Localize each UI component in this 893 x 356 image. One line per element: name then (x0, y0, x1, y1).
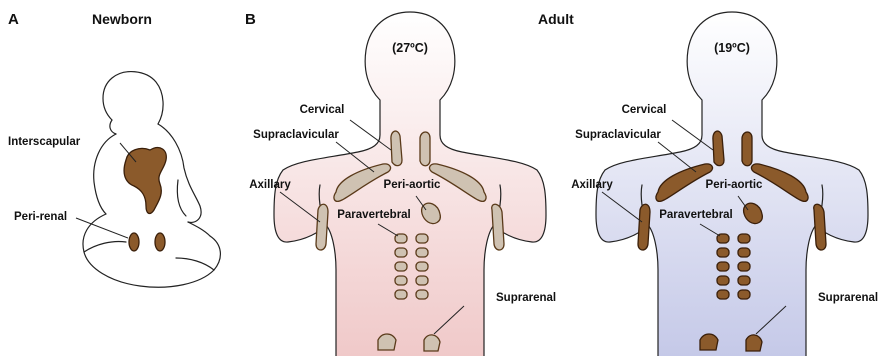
cold-temperature: (19ºC) (714, 41, 750, 55)
warm-suprarenal-left (378, 334, 396, 350)
warm-temperature: (27ºC) (392, 41, 428, 55)
interscapular-fat-depot (124, 148, 166, 214)
warm-label-axillary: Axillary (249, 179, 291, 191)
warm-cervical-right (420, 132, 430, 166)
warm-label-supraclavicular: Supraclavicular (253, 129, 339, 141)
warm-axillary-left (316, 204, 328, 250)
cold-label-cervical: Cervical (622, 104, 667, 116)
warm-label-suprarenal: Suprarenal (496, 292, 556, 304)
cold-label-suprarenal: Suprarenal (818, 292, 878, 304)
cold-axillary-left (638, 204, 650, 250)
cold-suprarenal-left (700, 334, 718, 350)
label-perirenal: Peri-renal (14, 211, 67, 223)
cold-axillary-right (814, 204, 826, 250)
cold-label-axillary: Axillary (571, 179, 613, 191)
cold-cervical-right (742, 132, 752, 166)
cold-label-supraclavicular: Supraclavicular (575, 129, 661, 141)
warm-label-paravertebral: Paravertebral (337, 209, 411, 221)
panel-a-letter: A (8, 11, 19, 28)
cold-suprarenal-right (746, 335, 762, 351)
panel-b-letter: B (245, 11, 256, 28)
cold-cervical-left (713, 131, 724, 166)
label-interscapular: Interscapular (8, 136, 81, 148)
warm-label-cervical: Cervical (300, 104, 345, 116)
warm-label-periaortic: Peri-aortic (384, 179, 441, 191)
cold-label-periaortic: Peri-aortic (706, 179, 763, 191)
perirenal-fat-right (155, 233, 165, 251)
warm-suprarenal-right (424, 335, 440, 351)
leader-perirenal (76, 218, 128, 238)
warm-cervical-left (391, 131, 402, 166)
warm-axillary-right (492, 204, 504, 250)
perirenal-fat-left (129, 233, 139, 251)
cold-label-paravertebral: Paravertebral (659, 209, 733, 221)
panel-a-title: Newborn (92, 11, 152, 27)
panel-b-title: Adult (538, 11, 574, 27)
